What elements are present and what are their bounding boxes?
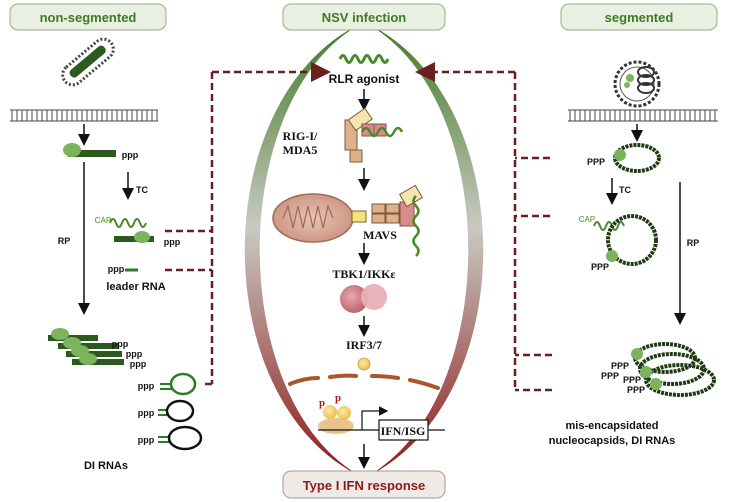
ppp-right-1: PPP xyxy=(591,262,609,272)
central-lens xyxy=(244,22,484,478)
tc-label-left: TC xyxy=(136,185,148,195)
nuclear-envelope xyxy=(288,373,440,390)
lens-right-arc xyxy=(364,22,484,478)
ppp-left-6: ppp xyxy=(138,381,155,391)
leader-rna-label: leader RNA xyxy=(106,281,165,293)
ppp-right-0: PPP xyxy=(587,157,605,167)
di-rnas-label: DI RNAs xyxy=(84,460,128,472)
mitochondrion-icon xyxy=(272,193,354,243)
mavs-complex-icon xyxy=(351,184,423,257)
ppp-left-1: ppp xyxy=(164,237,181,247)
transcription-start-arrow xyxy=(361,406,389,430)
sensor-label-line2: MDA5 xyxy=(283,143,318,157)
dashed-arrows-right xyxy=(415,62,552,392)
header-center: NSV infection xyxy=(282,3,446,31)
di-rnas-icon-left xyxy=(158,372,203,451)
mavs-label: MAVS xyxy=(363,228,397,242)
capped-mrna-icon-right xyxy=(593,214,658,266)
tc-label-right: TC xyxy=(619,185,631,195)
lens-left-arc xyxy=(244,22,364,478)
header-right: segmented xyxy=(560,3,718,31)
ppp-left-7: ppp xyxy=(138,408,155,418)
ppp-right-3: PPP xyxy=(623,375,641,385)
rp-label-left: RP xyxy=(58,236,71,246)
rp-label-right: RP xyxy=(687,238,700,248)
right-outcome-line1: mis-encapsidated xyxy=(566,420,659,432)
header-center-label: NSV infection xyxy=(322,10,407,25)
ifn-isg-gene-box xyxy=(378,419,429,441)
dashed-arrows-left xyxy=(165,62,331,386)
right-outcome-line2: nucleocapsids, DI RNAs xyxy=(549,435,676,447)
agonist-label: RLR agonist xyxy=(329,72,400,86)
replicated-rnps-right xyxy=(631,342,716,397)
non-segmented-virion-icon xyxy=(61,37,115,87)
header-outcome: Type I IFN response xyxy=(282,470,446,499)
header-left-label: non-segmented xyxy=(40,10,137,25)
irf-monomer-icon xyxy=(357,357,371,371)
ppp-right-5: PPP xyxy=(601,371,619,381)
membrane-left xyxy=(10,109,158,122)
rnp-icon-left xyxy=(63,143,116,157)
rlr-agonist-rna-icon xyxy=(338,54,390,64)
membrane-right xyxy=(568,109,718,122)
ppp-left-8: ppp xyxy=(138,435,155,445)
ppp-right-4: PPP xyxy=(627,385,645,395)
phospho-label-1: p xyxy=(319,397,325,409)
replicated-rnps-left xyxy=(48,328,124,365)
capped-mrna-icon-left xyxy=(109,218,154,243)
ppp-right-2: PPP xyxy=(611,361,629,371)
rig-i-sensor-icon xyxy=(344,107,404,163)
kinase-label: TBK1/IKKε xyxy=(332,267,395,281)
outcome-label: Type I IFN response xyxy=(303,478,426,493)
sensor-label-line1: RIG-I/ xyxy=(283,129,318,143)
tbk1-ikke-complex-icon xyxy=(340,284,387,313)
irf-label: IRF3/7 xyxy=(346,338,382,352)
segmented-virion-icon xyxy=(613,60,661,108)
ppp-left-2: ppp xyxy=(108,264,125,274)
cap-label-right: CAP xyxy=(579,215,595,224)
cap-label-left: CAP xyxy=(95,216,111,225)
ppp-left-5: ppp xyxy=(130,359,147,369)
ppp-left-3: ppp xyxy=(112,339,129,349)
gene-box-label: IFN/ISG xyxy=(381,424,426,438)
phospho-label-2: p xyxy=(335,392,341,404)
ppp-left-0: ppp xyxy=(122,150,139,160)
header-left: non-segmented xyxy=(9,3,167,31)
ppp-left-4: ppp xyxy=(126,349,143,359)
header-right-label: segmented xyxy=(605,10,674,25)
rnp-icon-right xyxy=(613,143,661,173)
